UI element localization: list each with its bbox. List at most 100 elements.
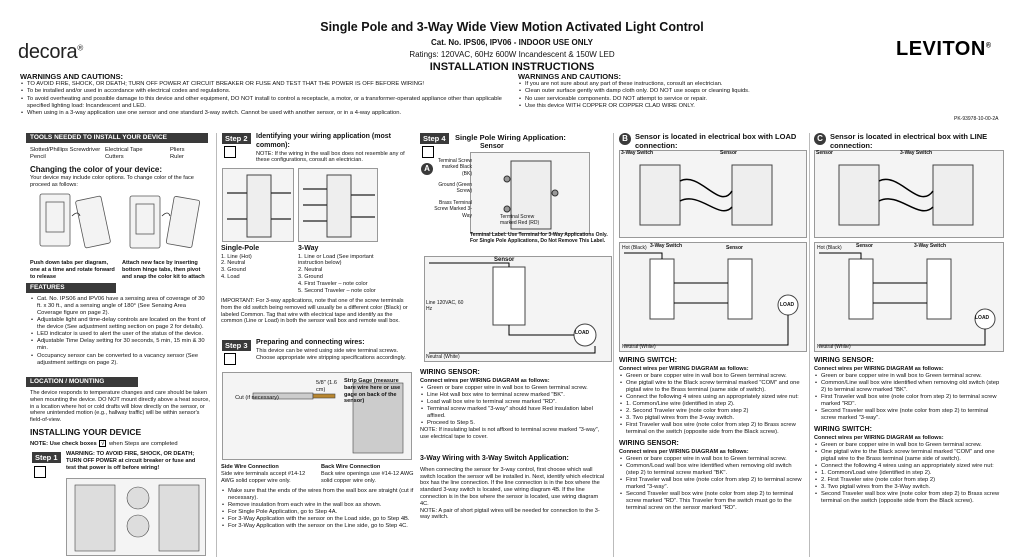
legend-item: 4. Load	[221, 273, 240, 280]
wiring-item: First Traveler wall box wire (note color…	[814, 394, 1004, 408]
diagram-b-badge: B	[619, 133, 631, 145]
wiring-item: Green or bare copper wire in wall box to…	[619, 373, 804, 380]
warning-item: Clean outer surface gently with damp clo…	[518, 88, 918, 95]
step-2-checkbox[interactable]	[224, 146, 236, 158]
diagram-a-load-label: LOAD	[575, 330, 590, 336]
wiring-item: Proceed to Step 5.	[420, 420, 600, 427]
wiring-item: Common/Line wall box wire identified whe…	[814, 380, 1004, 394]
wiring-item: Terminal screw marked "3-way" should hav…	[420, 406, 600, 420]
legend-item: 4. First Traveler – note color	[298, 280, 368, 287]
diagram-b-instructions: WIRING SWITCH: Connect wires per WIRING …	[619, 357, 804, 512]
step-4-checkbox[interactable]	[422, 146, 434, 158]
legend-item: 2. Neutral	[221, 260, 246, 267]
feature-item: Adjustable Time Delay setting for 30 sec…	[30, 338, 210, 352]
diagram-c-schematic	[814, 242, 1004, 352]
breaker-panel-illustration	[66, 478, 206, 556]
c-sensor-schem-label: Sensor	[856, 243, 873, 249]
b-load-label: LOAD	[780, 302, 795, 308]
wiring-item: Connect the following 4 wires using an a…	[619, 394, 804, 401]
step-3-text: Preparing and connecting wires: This dev…	[256, 339, 406, 361]
wiring-item: Connect the following 4 wires using an a…	[814, 463, 1004, 470]
document-code: PK-93978-10-00-2A	[954, 116, 999, 122]
wiring-item: Green or bare copper wire in wall box to…	[420, 385, 600, 392]
sensor-label-a: Sensor	[480, 143, 504, 150]
step-3-item: Remove insulation from each wire in the …	[221, 502, 421, 509]
three-way-application: 3-Way Wiring with 3-Way Switch Applicati…	[420, 455, 605, 521]
feature-item: LED indicator is used to alert the user …	[30, 331, 210, 338]
step-3-checkbox[interactable]	[224, 353, 236, 365]
single-pole-wiring-diagram	[424, 256, 612, 362]
warnings-left: WARNINGS AND CAUTIONS: TO AVOID FIRE, SH…	[20, 72, 510, 117]
location-heading: LOCATION / MOUNTING	[26, 377, 138, 387]
install-title: INSTALLATION INSTRUCTIONS	[429, 60, 595, 73]
c-sensor-label: Sensor	[816, 150, 833, 156]
wire-strip-illustration	[222, 372, 412, 460]
step-1-checkbox[interactable]	[34, 466, 46, 478]
features-heading: FEATURES	[26, 283, 116, 293]
tool-item: Pliers	[170, 147, 185, 153]
legend-item: 3. Ground	[298, 273, 323, 280]
check-icon: √	[99, 440, 107, 447]
wiring-item: Second Traveler wall box wire (note colo…	[814, 408, 1004, 422]
step-3-item: Make sure that the ends of the wires fro…	[221, 488, 421, 502]
warning-item: If you are not sure about any part of th…	[518, 81, 918, 88]
terminal-label-note: Terminal Label: Use Terminal for 3-Way A…	[470, 232, 608, 245]
column-divider	[809, 133, 810, 557]
wiring-item: 3. Two pigtail wires from the 3-Way swit…	[814, 484, 1004, 491]
wiring-item: Green or bare copper wire in wall box to…	[814, 442, 1004, 449]
label-red: Terminal Screw marked Red (RD)	[500, 214, 540, 227]
face-plate-illustration	[28, 188, 213, 260]
wiring-item: Line Hot wall box wire to terminal screw…	[420, 392, 600, 399]
wiring-item: Common/Load wall box wire identified whe…	[619, 463, 804, 477]
c-switch-schem-label: 3-Way Switch	[914, 243, 947, 249]
b-sensor-label: Sensor	[720, 150, 737, 156]
step-3-item: For 3-Way Application with the sensor on…	[221, 523, 421, 530]
diagram-b-photo-wiring	[619, 150, 807, 238]
c-neutral-label: Neutral (White)	[817, 344, 851, 350]
diagram-c-heading: Sensor is located in electrical box with…	[830, 132, 988, 151]
wiring-item: 2. Second Traveler wire (note color from…	[619, 408, 804, 415]
b-switch-schem-label: 3-Way Switch	[650, 243, 683, 249]
b-sensor-schem-label: Sensor	[726, 245, 743, 251]
wiring-item: First Traveler wall box wire (note color…	[619, 477, 804, 491]
color-change-section: Changing the color of your device: Your …	[30, 165, 194, 188]
legend-item: 2. Neutral	[298, 267, 323, 274]
legend-item: 3. Ground	[221, 267, 246, 274]
warning-item: When using in a 3-way application use on…	[20, 110, 510, 117]
cut-label: Cut (if necessary)	[235, 395, 279, 401]
diagram-a-badge: A	[421, 163, 433, 175]
step-3-item: For Single Pole Application, go to Step …	[221, 509, 421, 516]
warning-item: To be installed and/or used in accordanc…	[20, 88, 510, 95]
catalog-number: Cat. No. IPS06, IPV06 - INDOOR USE ONLY	[431, 37, 593, 47]
tool-item: Cutters	[105, 154, 124, 161]
tool-item: Slotted/Phillips Screwdriver	[30, 147, 101, 153]
strip-dimension: 5/8" (1.6 cm)	[316, 380, 337, 393]
leviton-logo: LEVITON®	[896, 38, 992, 60]
c-load-label: LOAD	[975, 315, 990, 321]
wiring-item: Second Traveler wall box wire (note colo…	[814, 491, 1004, 505]
wiring-item: Load wall box wire to terminal screw mar…	[420, 399, 600, 406]
wiring-item: 1. Common/Line wire (identified in step …	[619, 401, 804, 408]
label-ground: Ground (Green Screw)	[438, 182, 472, 195]
strip-gage-label: Strip Gage (measure bare wire here or us…	[344, 378, 401, 405]
wiring-item: 3. Two pigtail wires from the 3-way swit…	[619, 415, 804, 422]
warnings-right: WARNINGS AND CAUTIONS: If you are not su…	[518, 72, 918, 110]
installing-heading: INSTALLING YOUR DEVICE	[30, 427, 142, 437]
wiring-item: One pigtail wire to the Black screw term…	[814, 449, 1004, 463]
step-3-item: For 3-Way Application with the sensor on…	[221, 516, 421, 523]
b-hot-label: Hot (Black)	[622, 245, 647, 251]
legend-item: 5. Second Traveler – note color	[298, 287, 376, 294]
wiring-item: Second Traveler wall box wire (note colo…	[619, 491, 804, 512]
diagram-b-schematic	[619, 242, 807, 352]
wiring-item: First Traveler wall box wire (note color…	[619, 422, 804, 436]
feature-item: Cat. No. IPS06 and IPV06 have a sensing …	[30, 296, 210, 317]
wiring-item: 1. Common/Load wire (identified in step …	[814, 470, 1004, 477]
brand-wordmark: decora®	[18, 41, 83, 63]
color-change-captions: Push down tabs per diagram, one at a tim…	[30, 260, 205, 280]
tools-heading: TOOLS NEEDED TO INSTALL YOUR DEVICE	[26, 133, 208, 143]
b-switch-label: 3-Way Switch	[621, 150, 654, 156]
features-list: Cat. No. IPS06 and IPV06 have a sensing …	[30, 296, 210, 367]
step-4-badge: Step 4	[420, 133, 449, 144]
